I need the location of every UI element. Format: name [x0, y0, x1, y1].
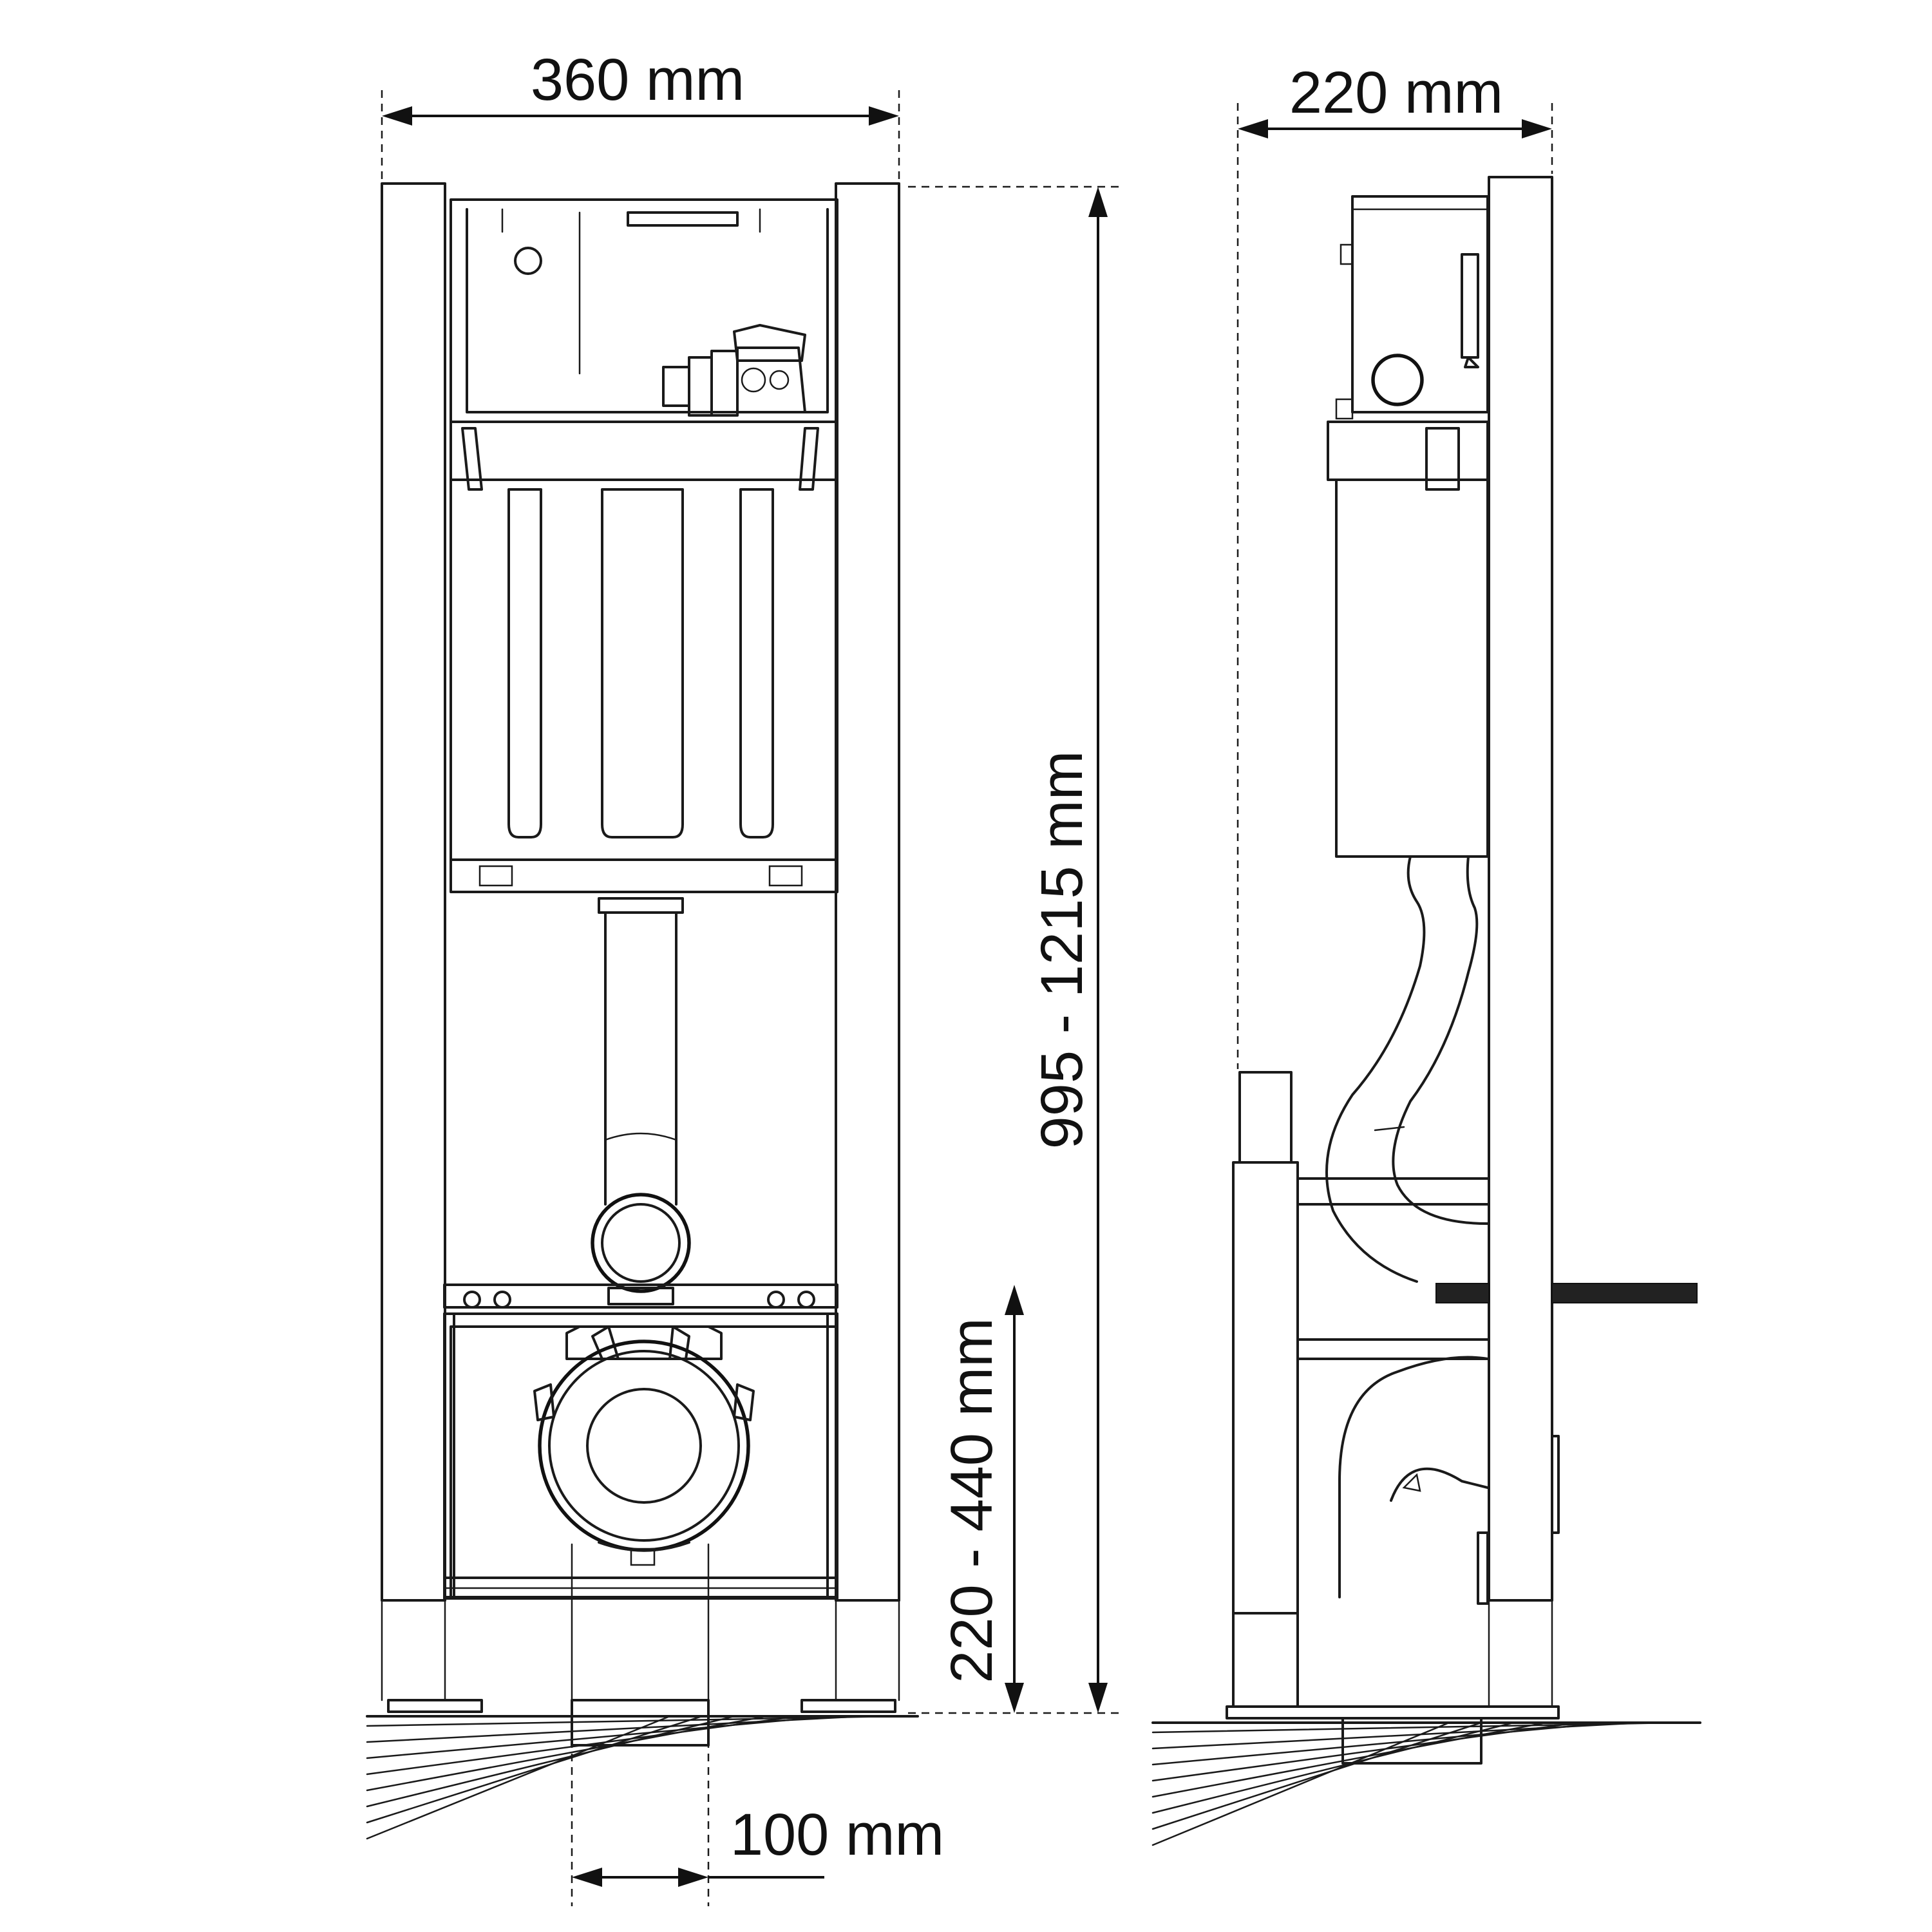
outlet-width-label: 100 mm [730, 1802, 944, 1868]
dimension-side-depth: 220 mm [1236, 60, 1553, 1069]
flush-valve [662, 324, 806, 417]
dimension-outlet-width: 100 mm [571, 1713, 944, 1906]
front-width-label: 360 mm [531, 47, 744, 113]
bowl-outlet [533, 1325, 755, 1701]
floor-hatching-front [366, 1699, 919, 1840]
dimension-outlet-height: 220 - 440 mm [939, 1285, 1024, 1713]
left-upright [381, 182, 483, 1713]
flush-pipe [591, 897, 691, 1305]
cistern-body [450, 421, 838, 893]
side-view [1151, 176, 1701, 1846]
cistern-top [450, 198, 838, 423]
frame-height-label: 995 - 1215 mm [1029, 751, 1095, 1150]
outlet-height-label: 220 - 440 mm [939, 1318, 1005, 1683]
front-view [366, 182, 919, 1840]
side-depth-label: 220 mm [1289, 60, 1503, 126]
lower-bracket [443, 1283, 838, 1600]
dimension-frame-height: 995 - 1215 mm [908, 185, 1121, 1714]
dimension-front-width: 360 mm [381, 47, 900, 180]
